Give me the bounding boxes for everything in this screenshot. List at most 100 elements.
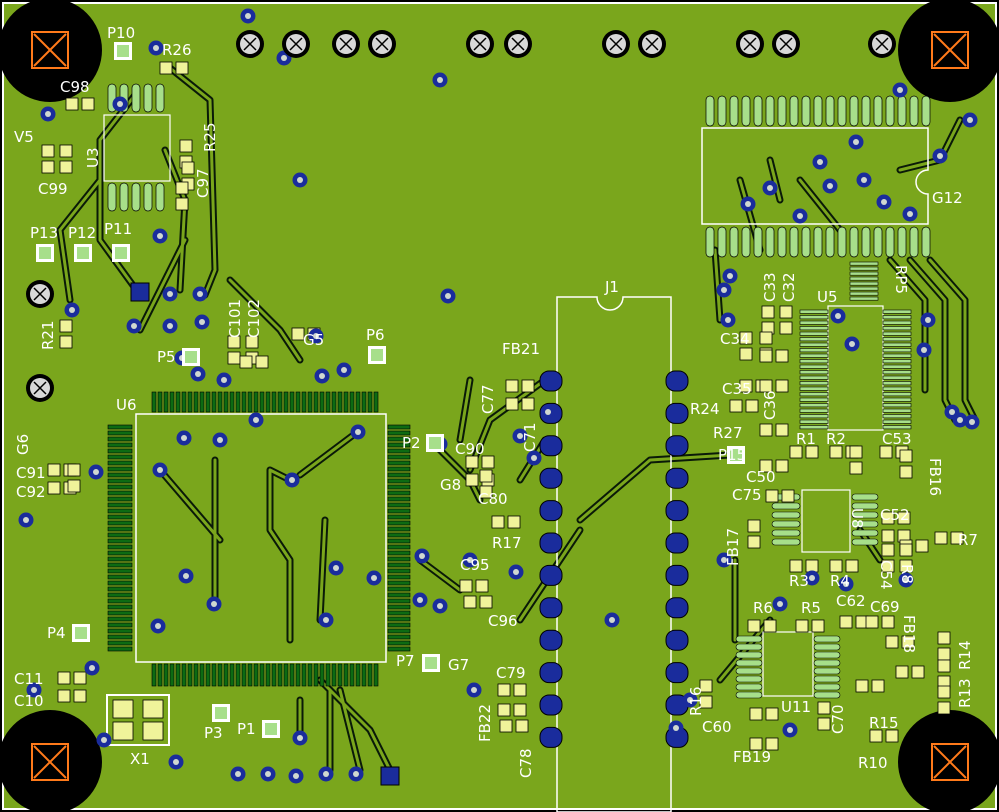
g12-pin [825, 226, 835, 258]
smd-component [761, 305, 775, 335]
ic-pin [882, 309, 912, 314]
through-hole-cross [511, 37, 525, 51]
g12-pin [813, 226, 823, 258]
smd-pad [761, 305, 775, 319]
through-hole-cross [243, 37, 257, 51]
smd-pad [765, 489, 779, 503]
label-g12: G12 [932, 189, 963, 207]
test-point-pad [425, 657, 437, 669]
label-r5: R5 [801, 599, 821, 617]
g12-pin [837, 95, 847, 127]
ic-pin [307, 391, 313, 413]
ic-pin [265, 663, 271, 687]
via-hole [967, 117, 973, 123]
ic-pin [253, 391, 259, 413]
ic-pin [107, 574, 133, 580]
u11-pin [735, 659, 763, 667]
smd-pad [937, 647, 951, 661]
j1-pin [665, 402, 689, 424]
ic-pin [151, 663, 157, 687]
u3-pin [143, 83, 153, 113]
u3-pin [131, 83, 141, 113]
label-r14: R14 [956, 640, 974, 670]
smd-pad [881, 543, 895, 557]
ic-pin [107, 610, 133, 616]
smd-component [881, 529, 911, 543]
via-hole [517, 433, 523, 439]
through-hole [332, 30, 360, 58]
via-hole [333, 565, 339, 571]
smd-pad [775, 459, 789, 473]
via-hole [253, 417, 259, 423]
smd-component [865, 615, 895, 629]
via-hole [157, 467, 163, 473]
smd-pad [781, 489, 795, 503]
label-c102: C102 [245, 299, 263, 338]
via-hole [323, 617, 329, 623]
smd-pad [871, 679, 885, 693]
test-point-pad [77, 247, 89, 259]
ic-pin [799, 392, 829, 397]
ic-pin [107, 562, 133, 568]
square-pad [130, 282, 150, 302]
label-c79: C79 [496, 664, 526, 682]
g12-pin [861, 226, 871, 258]
smd-pad [759, 459, 773, 473]
smd-pad [779, 321, 793, 335]
g12-pin [777, 95, 787, 127]
ic-pin [307, 663, 313, 687]
g12-pin [861, 95, 871, 127]
ic-pin [157, 391, 163, 413]
ic-pin [882, 353, 912, 358]
g12-pin [741, 95, 751, 127]
square-pad [380, 766, 400, 786]
smd-pad [795, 619, 809, 633]
ic-pin [107, 448, 133, 454]
smd-pad [481, 455, 495, 469]
via-hole [199, 319, 205, 325]
via-hole [297, 735, 303, 741]
ic-pin [107, 622, 133, 628]
smd-pad [57, 671, 71, 685]
ic-pin [849, 296, 879, 301]
through-hole [868, 30, 896, 58]
smd-pad [937, 659, 951, 673]
smd-component [899, 543, 913, 573]
smd-pad [899, 449, 913, 463]
smd-component [749, 737, 779, 751]
ic-pin [295, 391, 301, 413]
label-g7: G7 [448, 656, 469, 674]
via-hole [323, 771, 329, 777]
ic-pin [849, 266, 879, 271]
smd-pad [779, 305, 793, 319]
ic-pin [107, 490, 133, 496]
g12-pin [753, 95, 763, 127]
smd-component [881, 543, 895, 573]
u8-pin [851, 520, 879, 528]
ic-pin [799, 375, 829, 380]
label-c78: C78 [517, 748, 535, 778]
ic-pin [223, 391, 229, 413]
smd-component [239, 355, 269, 369]
chip-u8 [771, 489, 879, 553]
via-hole [827, 183, 833, 189]
smd-pad [763, 619, 777, 633]
u8-pin [851, 502, 879, 510]
label-c95: C95 [460, 556, 490, 574]
smd-pad [881, 511, 895, 525]
via-hole [721, 287, 727, 293]
u11-pin [813, 651, 841, 659]
ic-pin [343, 391, 349, 413]
ic-pin [289, 391, 295, 413]
smd-pad [521, 397, 535, 411]
ic-pin [387, 466, 411, 472]
u3-pin [155, 83, 165, 113]
smd-pad [499, 719, 513, 733]
label-c36: C36 [761, 390, 779, 420]
smd-pad [491, 515, 505, 529]
via-hole [371, 575, 377, 581]
ic-pin [387, 538, 411, 544]
g12-pin [765, 95, 775, 127]
smd-pad [937, 701, 951, 715]
via-hole [853, 139, 859, 145]
